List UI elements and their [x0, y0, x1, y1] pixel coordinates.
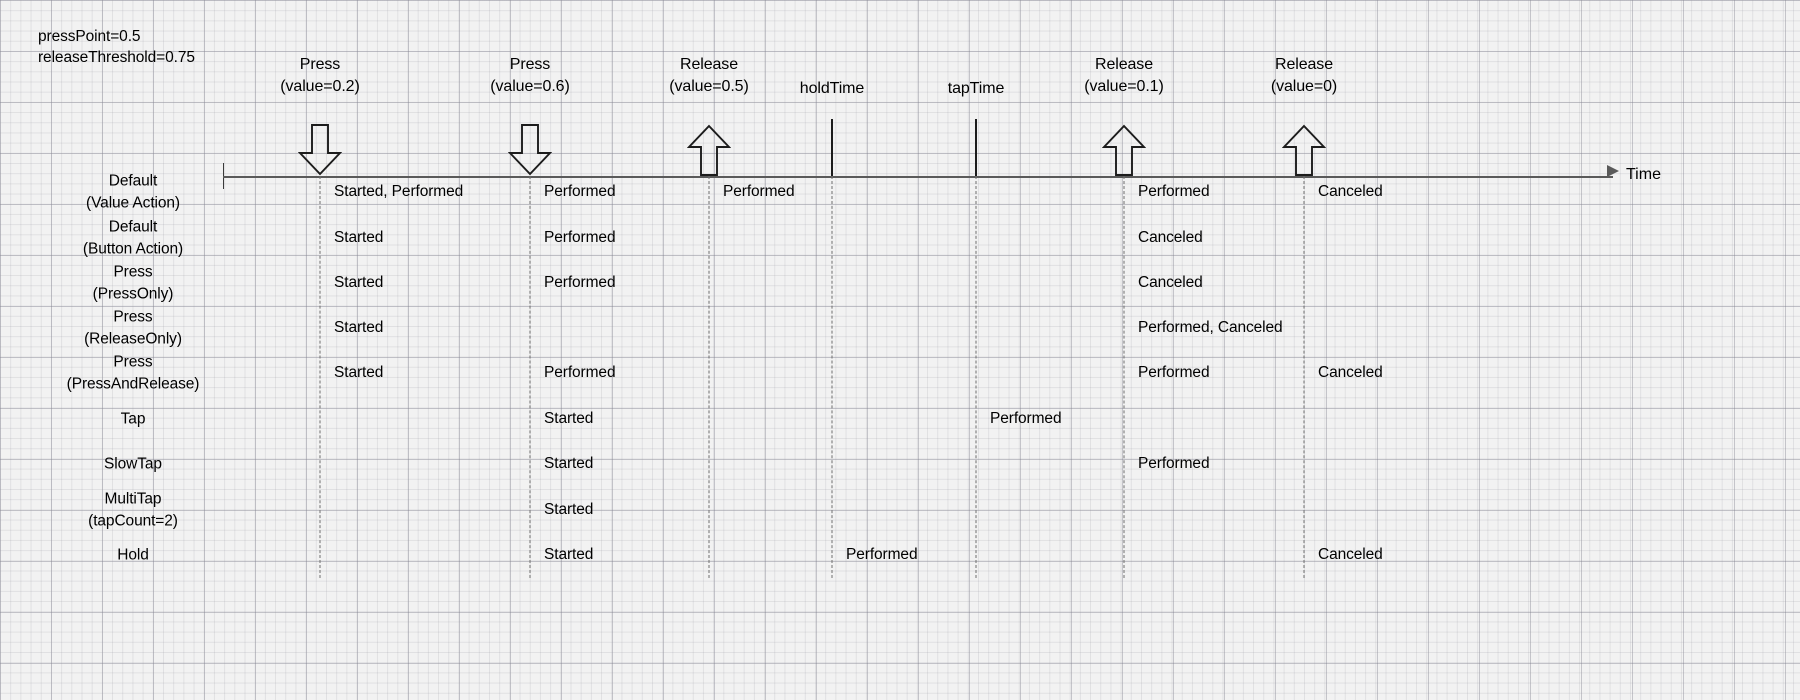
- event-arrow-press-1: [298, 123, 342, 177]
- cell-default-button-action-release-2: Canceled: [1138, 229, 1203, 246]
- event-label-release-1: Release (value=0.5): [669, 56, 749, 95]
- event-tick-hold-time: [831, 119, 833, 176]
- cell-tap-press-2: Started: [544, 410, 594, 427]
- row-label-default-button-action: Default (Button Action): [82, 218, 184, 258]
- cell-slowtap-release-2: Performed: [1138, 455, 1210, 472]
- row-label-default-value-action: Default (Value Action): [86, 172, 180, 212]
- time-axis-arrowhead: [1607, 165, 1619, 177]
- cell-press-pressandrelease-release-2: Performed: [1138, 364, 1210, 381]
- event-arrow-release-1: [687, 123, 731, 177]
- cell-press-releaseonly-release-2: Performed, Canceled: [1138, 319, 1283, 336]
- row-label-tap: Tap: [120, 410, 146, 428]
- column-guide-release-3: [1303, 176, 1305, 578]
- cell-default-value-action-press-1: Started, Performed: [334, 183, 464, 200]
- cell-hold-release-3: Canceled: [1318, 546, 1383, 563]
- event-label-release-3: Release (value=0): [1270, 56, 1338, 95]
- event-label-release-2: Release (value=0.1): [1084, 56, 1164, 95]
- cell-default-value-action-release-2: Performed: [1138, 183, 1210, 200]
- cell-default-value-action-release-1: Performed: [723, 183, 795, 200]
- cell-press-pressonly-press-2: Performed: [544, 274, 616, 291]
- column-guide-press-2: [529, 176, 531, 578]
- row-label-press-pressandrelease: Press (PressAndRelease): [66, 353, 200, 393]
- cell-default-value-action-press-2: Performed: [544, 183, 616, 200]
- time-axis-line: [223, 176, 1613, 178]
- column-guide-hold-time: [831, 176, 833, 578]
- column-guide-release-1: [708, 176, 710, 578]
- cell-multitap-press-2: Started: [544, 501, 594, 518]
- event-label-tap-time: tapTime: [947, 80, 1005, 97]
- row-label-press-releaseonly: Press (ReleaseOnly): [84, 308, 182, 348]
- cell-hold-hold-time: Performed: [846, 546, 918, 563]
- cell-press-pressonly-release-2: Canceled: [1138, 274, 1203, 291]
- column-guide-release-2: [1123, 176, 1125, 578]
- event-arrow-press-2: [508, 123, 552, 177]
- event-label-hold-time: holdTime: [799, 80, 865, 97]
- cell-press-releaseonly-press-1: Started: [334, 319, 384, 336]
- cell-press-pressandrelease-press-2: Performed: [544, 364, 616, 381]
- cell-press-pressandrelease-press-1: Started: [334, 364, 384, 381]
- parameters-note: pressPoint=0.5 releaseThreshold=0.75: [38, 28, 195, 66]
- row-label-press-pressonly: Press (PressOnly): [92, 263, 174, 303]
- cell-press-pressonly-press-1: Started: [334, 274, 384, 291]
- cell-hold-press-2: Started: [544, 546, 594, 563]
- row-label-multitap: MultiTap (tapCount=2): [88, 490, 178, 530]
- event-label-press-2: Press (value=0.6): [490, 56, 570, 95]
- cell-default-button-action-press-2: Performed: [544, 229, 616, 246]
- row-label-slowtap: SlowTap: [104, 455, 162, 473]
- cell-slowtap-press-2: Started: [544, 455, 594, 472]
- event-tick-tap-time: [975, 119, 977, 176]
- cell-tap-tap-time: Performed: [990, 410, 1062, 427]
- event-label-press-1: Press (value=0.2): [280, 56, 360, 95]
- time-axis-label: Time: [1626, 166, 1661, 183]
- event-arrow-release-2: [1102, 123, 1146, 177]
- cell-default-button-action-press-1: Started: [334, 229, 384, 246]
- event-arrow-release-3: [1282, 123, 1326, 177]
- cell-default-value-action-release-3: Canceled: [1318, 183, 1383, 200]
- row-label-hold: Hold: [117, 546, 149, 564]
- cell-press-pressandrelease-release-3: Canceled: [1318, 364, 1383, 381]
- column-guide-press-1: [319, 176, 321, 578]
- column-guide-tap-time: [975, 176, 977, 578]
